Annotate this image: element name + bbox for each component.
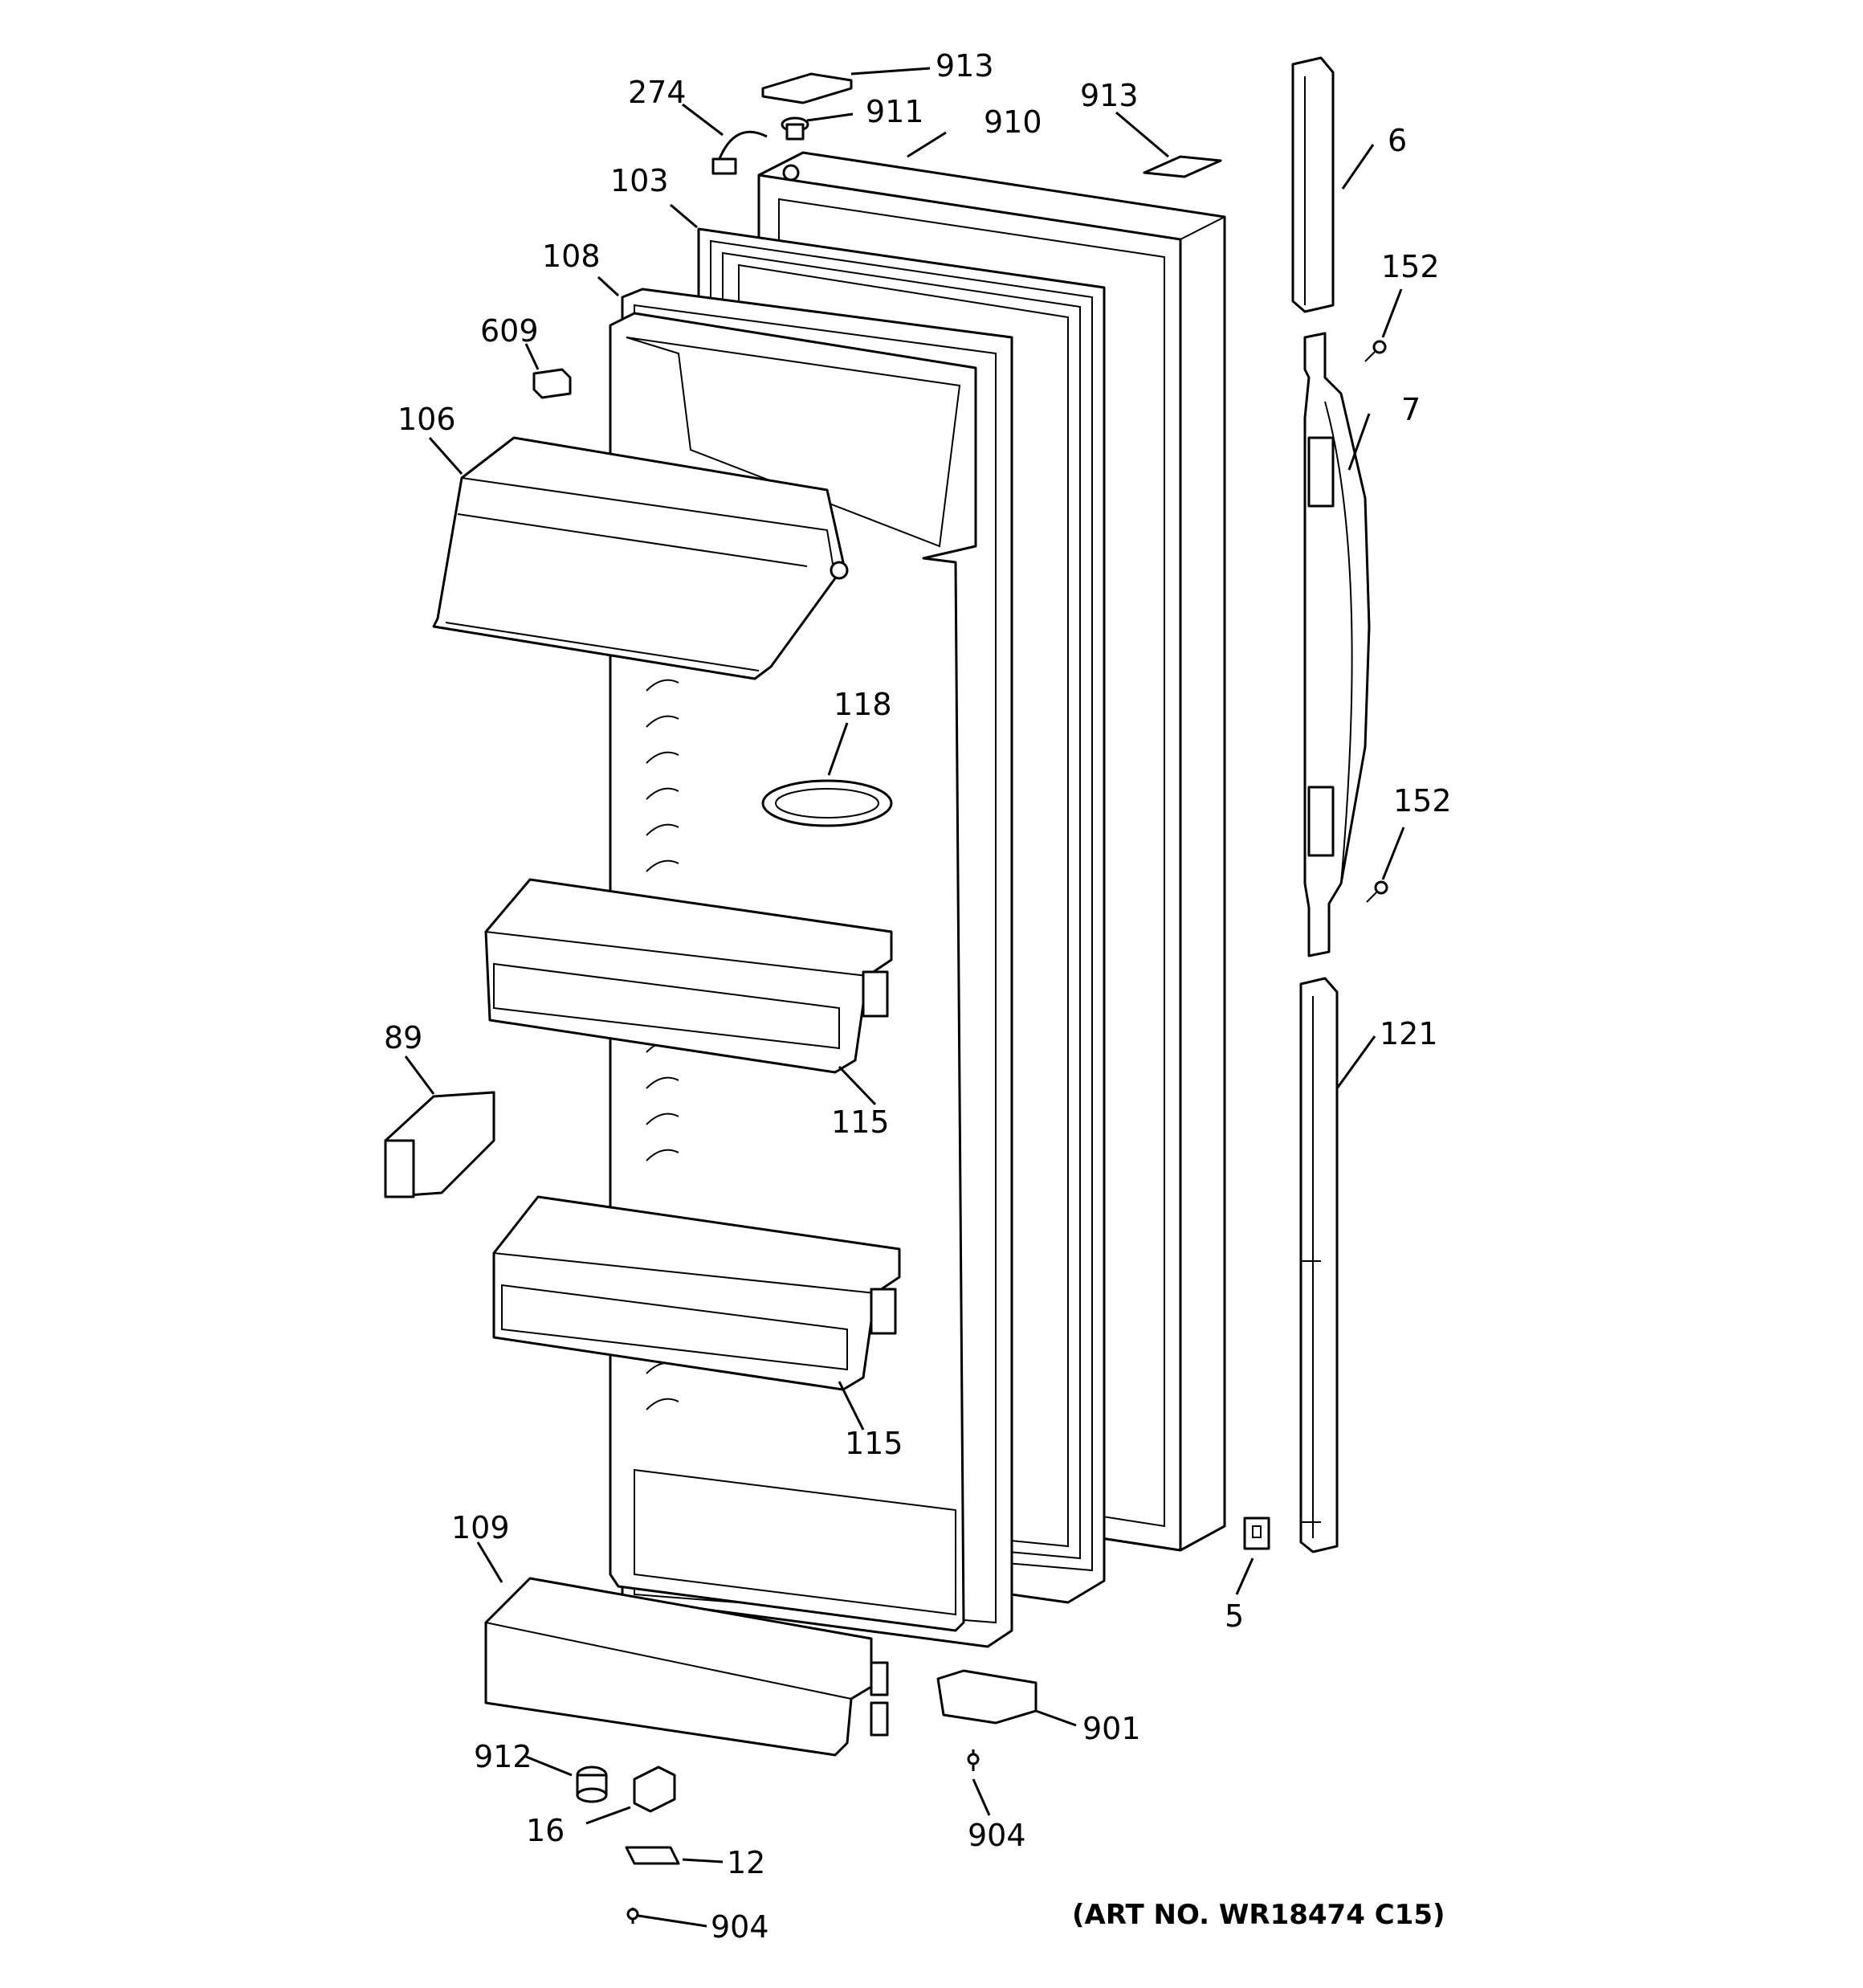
handle-trim [1299, 977, 1339, 1553]
door-bin-upper [484, 878, 893, 1074]
callout-5: 5 [1225, 1598, 1244, 1634]
oval-tray [761, 779, 893, 827]
callout-913-right: 913 [1080, 78, 1139, 113]
art-number: (ART NO. WR18474 C15) [1072, 1899, 1445, 1931]
plate-913-top [761, 72, 853, 104]
callout-911: 911 [866, 94, 924, 129]
callout-904-bottom: 904 [711, 1909, 769, 1945]
handle-screw-bottom [1366, 880, 1388, 903]
callout-115-top: 115 [831, 1104, 890, 1140]
callout-118: 118 [834, 687, 892, 722]
screw-904-bottom [626, 1908, 639, 1924]
leader-lines [404, 67, 1405, 1928]
callout-103: 103 [610, 163, 669, 198]
bushing-912 [576, 1766, 608, 1803]
callout-115-bottom: 115 [845, 1426, 903, 1461]
bracket-89 [384, 1091, 495, 1198]
callout-904-mid: 904 [968, 1818, 1026, 1853]
callout-109: 109 [451, 1510, 510, 1545]
hinge-16 [633, 1766, 676, 1813]
plug-911 [781, 116, 809, 141]
switch-5 [1243, 1517, 1270, 1550]
handle-screw-top [1364, 340, 1387, 362]
callout-89: 89 [384, 1020, 422, 1055]
handle-cap-top [1291, 56, 1335, 313]
dairy-compartment-cover [432, 436, 849, 680]
callout-121: 121 [1380, 1016, 1438, 1051]
screw-904-mid [967, 1749, 980, 1771]
door-bin-bottom [484, 1577, 889, 1757]
callout-910: 910 [984, 104, 1042, 140]
callout-6: 6 [1388, 123, 1407, 158]
callout-912: 912 [474, 1739, 532, 1774]
callout-274: 274 [628, 75, 687, 110]
callout-901: 901 [1082, 1711, 1141, 1746]
wire-harness-274 [711, 130, 768, 175]
door-bin-lower [492, 1195, 901, 1391]
callout-labels: 913 911 274 910 913 6 103 108 152 609 7 … [384, 48, 1452, 1945]
callout-108: 108 [542, 239, 601, 274]
callout-609: 609 [480, 313, 539, 349]
handle [1303, 332, 1371, 957]
callout-16: 16 [526, 1813, 565, 1848]
callout-106: 106 [397, 402, 456, 437]
hinge-cover-901 [936, 1669, 1037, 1725]
plate-913-right [1143, 155, 1222, 178]
switch-609 [532, 368, 572, 399]
callout-12: 12 [727, 1845, 765, 1880]
bracket-12 [625, 1846, 680, 1865]
callout-152-top: 152 [1381, 249, 1440, 284]
callout-7: 7 [1401, 392, 1421, 427]
callout-152-bottom: 152 [1393, 783, 1452, 818]
callout-913-top: 913 [936, 48, 994, 84]
